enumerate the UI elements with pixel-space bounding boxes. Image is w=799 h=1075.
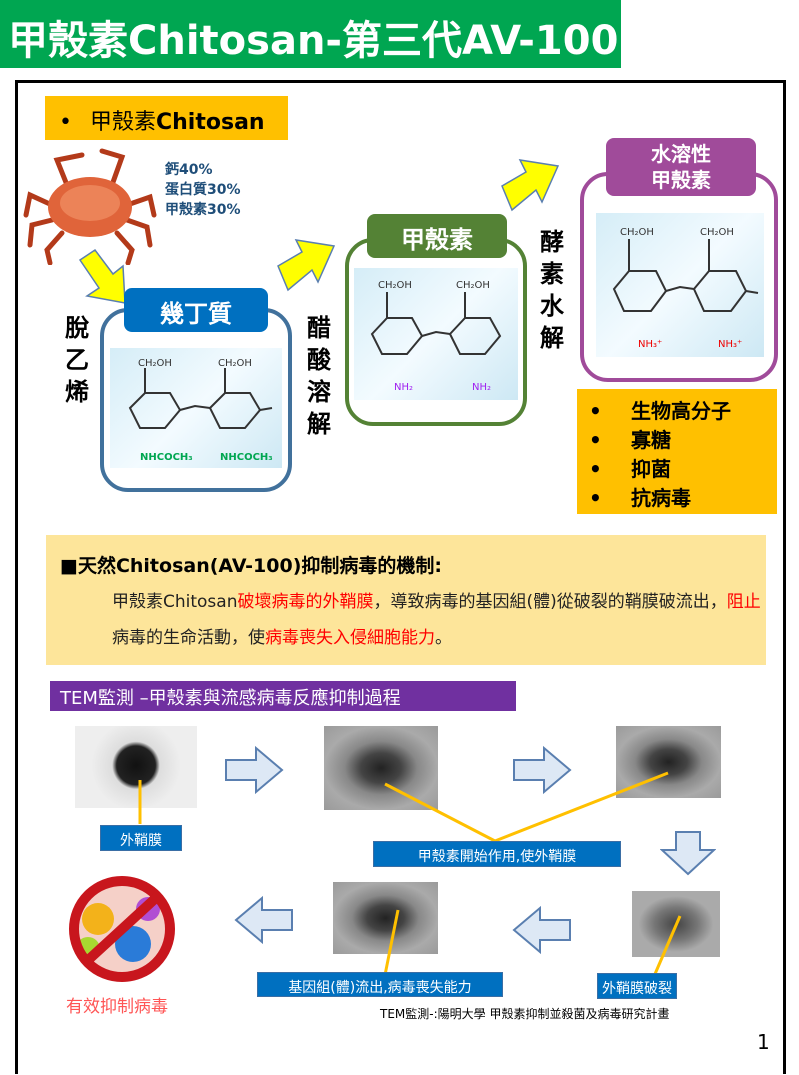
ch2oh-label: CH₂OH <box>700 227 734 238</box>
mechanism-text: 甲殼素Chitosan破壞病毒的外鞘膜，導致病毒的基因組(體)從破裂的鞘膜破流出… <box>112 592 761 648</box>
nh2-label: NH₂ <box>472 382 491 393</box>
water-soluble-chitosan-label: 水溶性 甲殼素 <box>606 138 756 196</box>
nhcoch3-label: NHCOCH₃ <box>220 452 273 463</box>
caption-start: 甲殼素開始作用,使外鞘膜 <box>373 841 621 867</box>
no-virus-icon <box>69 876 175 982</box>
nh3-label: NH₃⁺ <box>718 339 742 350</box>
caption-rupture: 外鞘膜破裂 <box>597 973 677 999</box>
header-suffix: Chitosan <box>156 110 265 135</box>
ch2oh-label: CH₂OH <box>456 280 490 291</box>
content-frame <box>15 80 786 1074</box>
header-prefix: 甲殼素 <box>89 110 156 135</box>
caption-effective: 有效抑制病毒 <box>66 997 168 1017</box>
nh3-label: NH₃⁺ <box>638 339 662 350</box>
arrow-left-icon <box>512 905 571 955</box>
property-item: •抑菌 <box>589 457 671 481</box>
ch2oh-label: CH₂OH <box>620 227 654 238</box>
tem-image-ruptured <box>632 891 720 957</box>
arrow-down-right-icon <box>78 248 126 304</box>
arrow-right-icon <box>513 745 572 795</box>
composition-calcium: 鈣40% <box>165 162 213 178</box>
nh2-label: NH₂ <box>394 382 413 393</box>
mechanism-heading: ■天然Chitosan(AV-100)抑制病毒的機制: <box>60 555 442 577</box>
composition-list: 鈣40% 蛋白質30% 甲殼素30% <box>165 160 241 220</box>
composition-chitosan: 甲殼素30% <box>165 202 241 218</box>
step-deacetylation: 脫乙烯 <box>65 314 89 406</box>
tem-image-stage3 <box>616 726 721 798</box>
arrow-right-icon <box>225 745 284 795</box>
chitosan-structure: CH₂OH CH₂OH NH₂ NH₂ <box>354 268 518 400</box>
caption-genome: 基因組(體)流出,病毒喪失能力 <box>257 972 503 997</box>
chitin-structure: CH₂OH CH₂OH NHCOCH₃ NHCOCH₃ <box>110 348 282 468</box>
tem-image-stage2 <box>324 726 438 810</box>
step-acetic-acid: 醋酸溶解 <box>307 314 331 438</box>
section-header: • 甲殼素Chitosan <box>45 96 288 140</box>
bullet: • <box>59 110 72 135</box>
crab-image <box>23 148 157 265</box>
ch2oh-label: CH₂OH <box>378 280 412 291</box>
arrow-down-icon <box>660 831 716 876</box>
page-number: 1 <box>757 1030 770 1054</box>
properties-list: •生物高分子 •寡糖 •抑菌 •抗病毒 <box>577 389 777 514</box>
step-enzyme-hydrolysis: 酵素水解 <box>540 228 564 352</box>
tem-title: TEM監測 –甲殼素與流感病毒反應抑制過程 <box>50 681 516 711</box>
tem-image-genome-release <box>333 882 438 954</box>
mechanism-panel: ■天然Chitosan(AV-100)抑制病毒的機制: 甲殼素Chitosan破… <box>46 535 766 665</box>
arrow-up-right-icon <box>277 239 336 292</box>
arrow-left-icon <box>234 895 293 945</box>
ch2oh-label: CH₂OH <box>218 358 252 369</box>
caption-envelope: 外鞘膜 <box>100 825 182 851</box>
footnote: TEM監測-:陽明大學 甲殼素抑制並殺菌及病毒研究計畫 <box>380 1007 670 1021</box>
chitin-label: 幾丁質 <box>124 288 268 332</box>
water-soluble-chitosan-structure: CH₂OH CH₂OH NH₃⁺ NH₃⁺ <box>596 213 764 357</box>
chitosan-label: 甲殼素 <box>367 214 507 258</box>
property-item: •生物高分子 <box>589 399 731 423</box>
nhcoch3-label: NHCOCH₃ <box>140 452 193 463</box>
property-item: •抗病毒 <box>589 486 691 510</box>
arrow-up-right-icon <box>501 159 560 212</box>
composition-protein: 蛋白質30% <box>165 182 241 198</box>
tem-image-intact <box>75 726 197 808</box>
property-item: •寡糖 <box>589 428 671 452</box>
ch2oh-label: CH₂OH <box>138 358 172 369</box>
page-title: 甲殼素Chitosan-第三代AV-100 <box>0 0 621 68</box>
